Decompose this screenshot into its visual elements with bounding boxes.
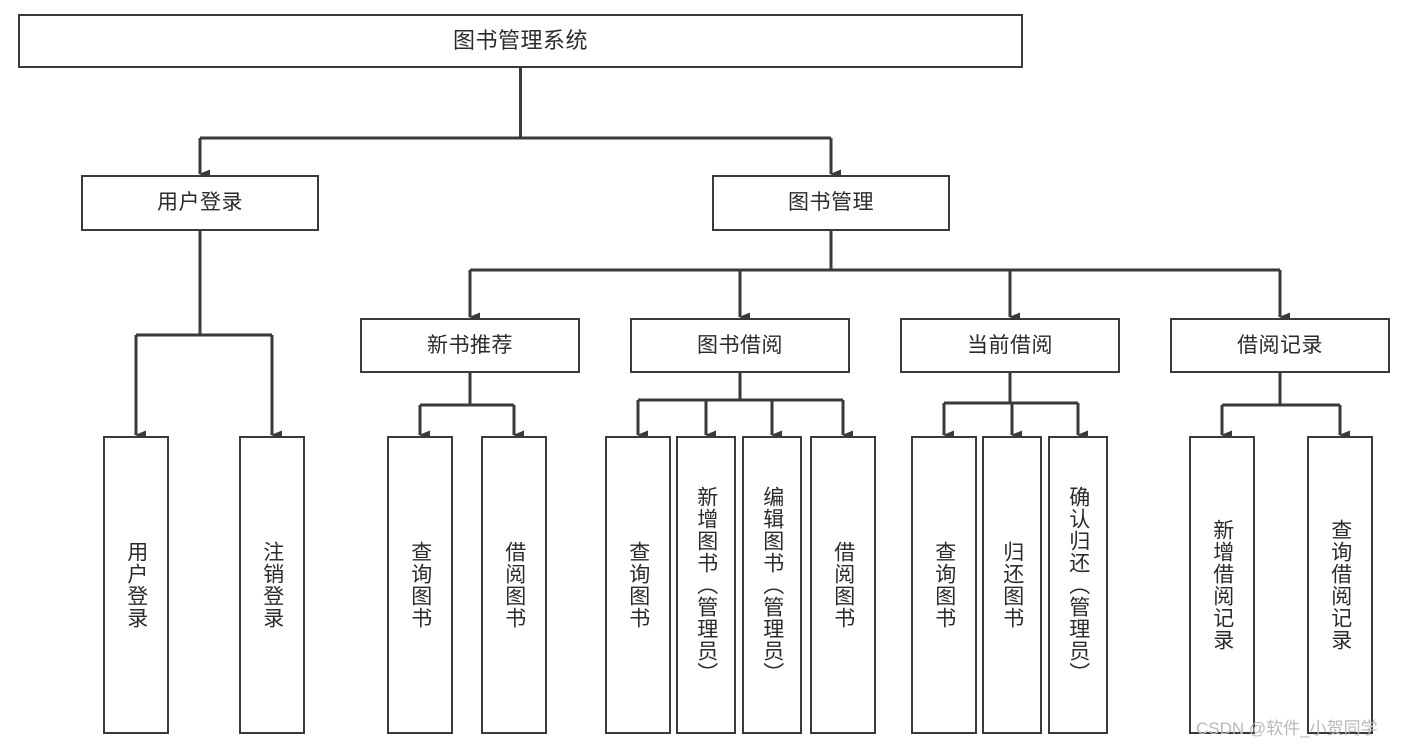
node-label-leaf-edit-book: 编辑图书（管理员） (760, 486, 784, 684)
node-leaf-borrow-book-2[interactable]: 借阅图书 (810, 436, 876, 734)
node-current-borrow[interactable]: 当前借阅 (900, 318, 1120, 373)
node-label-current-borrow: 当前借阅 (967, 333, 1053, 357)
node-label-book-manage: 图书管理 (788, 191, 874, 215)
node-label-leaf-query-book-3: 查询图书 (932, 541, 956, 629)
node-label-leaf-user-login: 用户登录 (124, 541, 148, 629)
node-label-root: 图书管理系统 (452, 27, 588, 53)
node-label-leaf-query-book-2: 查询图书 (626, 541, 650, 629)
node-leaf-borrow-book-1[interactable]: 借阅图书 (481, 436, 547, 734)
node-label-book-borrow: 图书借阅 (697, 333, 783, 357)
node-label-leaf-borrow-book-2: 借阅图书 (831, 541, 855, 629)
node-label-new-book-rec: 新书推荐 (427, 333, 513, 357)
node-leaf-return-book[interactable]: 归还图书 (982, 436, 1042, 734)
node-label-leaf-add-book: 新增图书（管理员） (694, 486, 718, 684)
node-leaf-query-record[interactable]: 查询借阅记录 (1307, 436, 1373, 734)
node-leaf-user-login[interactable]: 用户登录 (103, 436, 169, 734)
node-book-borrow[interactable]: 图书借阅 (630, 318, 850, 373)
node-root[interactable]: 图书管理系统 (18, 14, 1023, 68)
node-label-user-login: 用户登录 (157, 191, 243, 215)
node-leaf-edit-book[interactable]: 编辑图书（管理员） (742, 436, 802, 734)
node-label-leaf-query-record: 查询借阅记录 (1328, 519, 1352, 651)
node-borrow-record[interactable]: 借阅记录 (1170, 318, 1390, 373)
node-label-leaf-add-record: 新增借阅记录 (1210, 519, 1234, 651)
node-leaf-confirm-return[interactable]: 确认归还（管理员） (1048, 436, 1108, 734)
node-leaf-add-record[interactable]: 新增借阅记录 (1189, 436, 1255, 734)
node-book-manage[interactable]: 图书管理 (712, 175, 950, 231)
node-leaf-add-book[interactable]: 新增图书（管理员） (676, 436, 736, 734)
node-new-book-rec[interactable]: 新书推荐 (360, 318, 580, 373)
node-label-leaf-user-logout: 注销登录 (260, 541, 284, 629)
node-leaf-query-book-3[interactable]: 查询图书 (911, 436, 977, 734)
node-leaf-query-book-2[interactable]: 查询图书 (605, 436, 671, 734)
node-label-leaf-query-book-1: 查询图书 (408, 541, 432, 629)
node-label-leaf-return-book: 归还图书 (1000, 541, 1024, 629)
node-user-login[interactable]: 用户登录 (81, 175, 319, 231)
node-leaf-user-logout[interactable]: 注销登录 (239, 436, 305, 734)
node-label-borrow-record: 借阅记录 (1237, 333, 1323, 357)
node-leaf-query-book-1[interactable]: 查询图书 (387, 436, 453, 734)
node-label-leaf-borrow-book-1: 借阅图书 (502, 541, 526, 629)
node-label-leaf-confirm-return: 确认归还（管理员） (1066, 486, 1090, 684)
